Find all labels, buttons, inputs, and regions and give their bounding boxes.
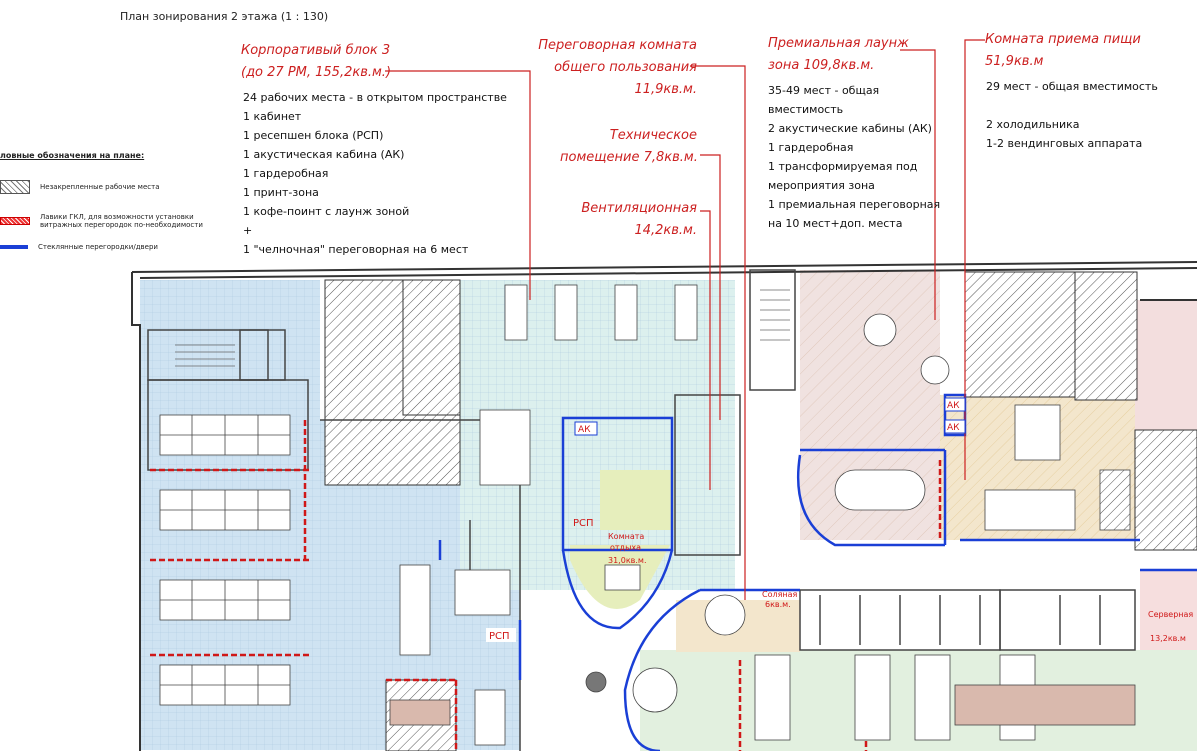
ventilation-room-name: Вентиляционная [581,201,697,216]
ak-label-3: АК [947,423,960,433]
lounge-line: 35-49 мест - общая [768,84,880,97]
plan-title: План зонирования 2 этажа (1 : 130) [120,10,329,23]
corporate-line: 1 кабинет [243,110,302,123]
legend-item-blue: Стеклянные перегородки/двери [0,243,158,251]
rsp-label-1: РСП [573,518,594,529]
corporate-block-area: (до 27 РМ, 155,2кв.м.) [241,65,392,80]
corporate-line: 1 кофе-поинт с лаунж зоной [243,205,410,218]
legend-label-blue: Стеклянные перегородки/двери [38,243,158,251]
salt-room-label-1: Соляная [762,590,798,599]
dining-description: 29 мест - общая вместимость 2 холодильни… [986,77,1158,153]
ak-label-2: АК [947,401,960,411]
plan-labels: АК АК АК РСП РСП Комната отдыха 31,0кв.м… [486,397,1193,643]
legend-item-red: Лавики ГКЛ, для возможности установки ви… [0,213,215,229]
lounge-line: 1 трансформируемая под [768,160,918,173]
lounge-description: 35-49 мест - общая вместимость 2 акустич… [768,81,940,233]
salt-room-label-2: 6кв.м. [765,600,791,609]
lounge-heading: Премиальная лаунж зона 109,8кв.м. [768,33,909,77]
dining-area: 51,9кв.м [985,54,1044,69]
outer-walls [131,261,1197,751]
legend-item-hatch: Незакрепленные рабочие места [0,180,159,194]
dining-line: 1-2 вендинговых аппарата [986,137,1143,150]
legend-label-red: Лавики ГКЛ, для возможности установки ви… [40,213,203,230]
server-room-label-2: 13,2кв.м [1150,634,1186,643]
corporate-block-name: Корпоративый блок 3 [241,43,391,58]
lounge-line: мероприятия зона [768,179,875,192]
rest-room-label-3: 31,0кв.м. [608,556,646,565]
dining-heading: Комната приема пищи 51,9кв.м [985,29,1141,73]
corporate-line: 1 "челночная" переговорная на 6 мест [243,243,469,256]
hatch-swatch-icon [0,180,30,194]
corporate-block-heading: Корпоративый блок 3 (до 27 РМ, 155,2кв.м… [241,40,391,84]
meeting-room-heading: Переговорная комната общего пользования … [537,35,697,101]
corporate-block-description: 24 рабочих места - в открытом пространст… [243,88,507,259]
technical-room-name: Техническое [609,128,697,143]
corporate-line: 1 ресепшен блока (РСП) [243,129,384,142]
rest-room-label-2: отдыха [610,543,641,552]
dining-line-spacer [986,96,1158,115]
corporate-line: 1 гардеробная [243,167,329,180]
stairs [175,289,790,367]
lounge-line: вместимость [768,103,844,116]
meeting-room-name-2: общего пользования [554,60,697,75]
corporate-line: + [243,224,253,237]
technical-room-area: помещение 7,8кв.м. [560,150,698,165]
corporate-line: 24 рабочих места - в открытом пространст… [243,91,507,104]
technical-room-heading: Техническое помещение 7,8кв.м. [560,125,698,169]
lounge-line: 1 гардеробная [768,141,854,154]
rsp-label-2: РСП [489,631,510,642]
red-wall-swatch-icon [0,217,30,226]
dining-line: 2 холодильника [986,118,1080,131]
meeting-room-area: 11,9кв.м. [634,82,697,97]
lounge-line: 1 премиальная переговорная [768,198,941,211]
lounge-line: 2 акустические кабины (АК) [768,122,932,135]
ventilation-room-heading: Вентиляционная 14,2кв.м. [570,198,697,242]
glass-partitions [438,393,1197,751]
dining-line: 29 мест - общая вместимость [986,80,1158,93]
leader-lines [385,39,985,600]
corporate-line: 1 акустическая кабина (АК) [243,148,405,161]
lounge-name: Премиальная лаунж [768,36,909,51]
ak-label-1: АК [578,425,591,435]
glass-swatch-icon [0,245,28,250]
lounge-line: на 10 мест+доп. места [768,217,903,230]
corporate-line: 1 принт-зона [243,186,319,199]
ventilation-room-area: 14,2кв.м. [634,223,697,238]
lounge-furniture [454,313,950,746]
legend-label-hatch: Незакрепленные рабочие места [40,182,160,191]
lounge-area: зона 109,8кв.м. [768,58,875,73]
server-room-label-1: Серверная [1148,610,1193,619]
legend-heading: ловные обозначения на плане: [0,151,145,160]
meeting-room-name-1: Переговорная комната [538,38,697,53]
desk-blocks [159,284,1136,741]
hatched-zones [324,271,1197,751]
rest-room-label-1: Комната [608,532,644,541]
dining-name: Комната приема пищи [985,32,1141,47]
